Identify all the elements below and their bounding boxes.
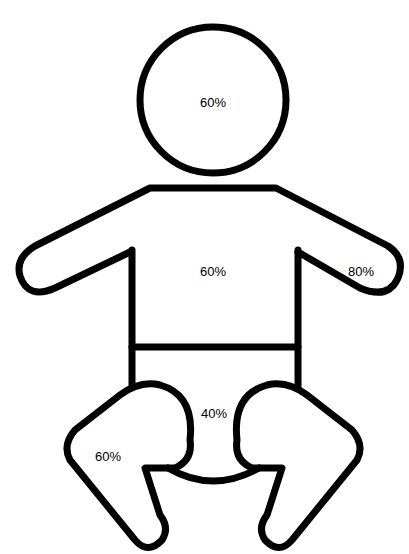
- arm-percentage: 80%: [348, 264, 374, 279]
- torso-side: [129, 250, 136, 386]
- leg-outline: [236, 384, 360, 548]
- head-percentage: 60%: [200, 95, 226, 110]
- waistband: [132, 344, 298, 351]
- diaper-percentage: 40%: [201, 406, 227, 421]
- torso-side: [295, 250, 302, 386]
- torso-percentage: 60%: [200, 264, 226, 279]
- diaper-bottom: [168, 468, 259, 481]
- leg-percentage: 60%: [95, 449, 121, 464]
- arms-shoulders-outline: [19, 188, 400, 292]
- leg-outline: [67, 384, 191, 548]
- head-outline: [140, 27, 286, 173]
